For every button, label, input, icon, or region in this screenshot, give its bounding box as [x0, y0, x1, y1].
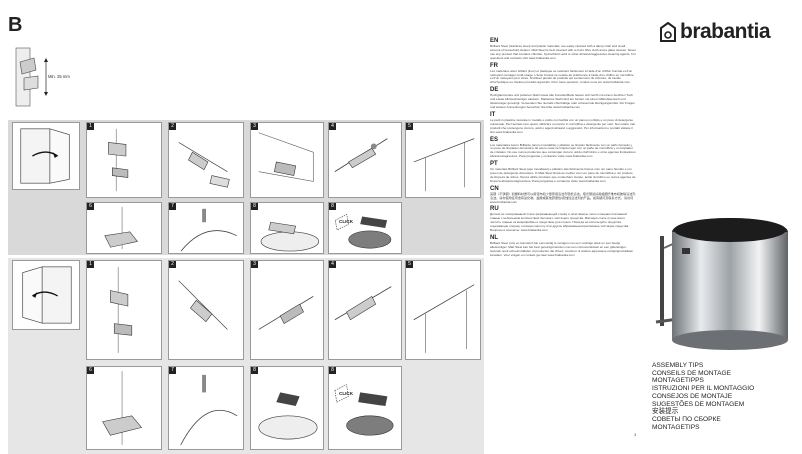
- step-panel-b5: 5: [405, 260, 481, 360]
- assembly-title: MONTAGETIPS: [652, 423, 700, 431]
- step-number: 3: [251, 123, 258, 130]
- step-drawing: [180, 208, 237, 252]
- cleaning-text: Brilliant Steel (stainless steel) and pl…: [490, 44, 637, 60]
- step-drawing: [334, 384, 394, 436]
- cabinet-door-opening-drawing: [22, 266, 72, 324]
- step-panel-a1: 1: [86, 122, 162, 198]
- step-drawing: [260, 221, 320, 252]
- cleaning-text: Hochglanzendes und poliertes Stahl sowie…: [490, 93, 635, 109]
- brand-logo: brabantia: [660, 20, 771, 44]
- language-code: CN: [490, 185, 499, 192]
- language-code: FR: [490, 62, 498, 69]
- step-number: 8: [251, 203, 258, 210]
- assembly-title: CONSEILS DE MONTAGE: [652, 369, 732, 377]
- step-panel-a9: 8 CLICK: [328, 202, 402, 254]
- assembly-title: 安装提示: [652, 408, 679, 416]
- section-letter: B: [8, 14, 23, 36]
- step-number: 1: [87, 261, 94, 268]
- language-code: RU: [490, 206, 499, 213]
- step-drawing: [413, 284, 475, 353]
- step-drawing: [110, 267, 133, 353]
- assembly-title: SUGESTÕES DE MONTAGEM: [652, 400, 745, 408]
- assembly-title: ISTRUZIONI PER IL MONTAGGIO: [652, 385, 755, 393]
- step-number: 7: [169, 203, 176, 210]
- language-code: PT: [490, 161, 498, 168]
- step-number: 1: [87, 123, 94, 130]
- step-number: 7: [169, 367, 176, 374]
- product-image: [646, 196, 796, 356]
- cleaning-text: Детали из полированной стали (нержавеюще…: [490, 212, 630, 233]
- assembly-title: CONSEJOS DE MONTAJE: [652, 392, 733, 400]
- step-drawing: [334, 138, 388, 173]
- step-drawing: [102, 371, 143, 445]
- assembly-title: СОВЕТЫ ПО СБОРКЕ: [652, 415, 721, 423]
- step-drawing: [413, 138, 475, 192]
- step-number: 5: [406, 261, 413, 268]
- step-number: 2: [169, 123, 176, 130]
- step-number: 8: [329, 367, 336, 374]
- cleaning-text: Los materiales Acero Brillante (acero in…: [490, 142, 636, 159]
- cabinet-intro-a: [12, 122, 80, 190]
- step-panel-a8: 8: [250, 202, 324, 254]
- page-number: 3: [634, 432, 637, 437]
- step-panel-a7: 7: [168, 202, 244, 254]
- step-panel-a6: 6: [86, 202, 162, 254]
- logo-text: brabantia: [680, 20, 771, 43]
- step-panel-a5: 5: [405, 122, 481, 198]
- dimension-label: Min. 25 mm: [48, 74, 70, 79]
- click-label: CLICK: [339, 391, 354, 396]
- cleaning-text: Les matériaux acier brillant (inox) et p…: [490, 68, 634, 85]
- assembly-title: ASSEMBLY TIPS: [652, 362, 704, 369]
- cleaning-text: Os materiais Brilliant Steel (aço inoxid…: [490, 167, 636, 183]
- cleaning-text: 亮钢（不锈钢）和塑料材质可以用湿布和少量家用清洁剂轻松清洁。哑光钢最好用超细纤维…: [490, 191, 636, 204]
- step-number: 8: [329, 203, 336, 210]
- cleaning-text: Le parti in plastica, lavorate in metall…: [490, 117, 635, 134]
- cabinet-door-opening-drawing: [20, 128, 70, 184]
- cleaning-text: Brilliant Steel (rvs) en kunststof zijn …: [490, 241, 634, 257]
- step-drawing: [258, 392, 318, 440]
- step-number: 5: [406, 123, 413, 130]
- step-drawing: [104, 206, 138, 250]
- assembly-title: MONTAGETIPPS: [652, 377, 704, 385]
- click-label: CLICK: [339, 219, 354, 224]
- language-code: NL: [490, 235, 498, 241]
- step-panel-b8: 8: [250, 366, 324, 450]
- step-panel-a4: 4: [328, 122, 402, 198]
- built-in-bin-drawing: [655, 218, 788, 350]
- step-number: 4: [329, 123, 336, 130]
- step-drawing: [258, 132, 314, 182]
- language-code: ES: [490, 136, 499, 143]
- step-drawing: [334, 214, 392, 249]
- hinge-clearance-diagram: Min. 25 mm: [10, 42, 70, 112]
- step-drawing: [180, 374, 238, 446]
- language-code: IT: [490, 111, 496, 118]
- step-number: 6: [87, 203, 94, 210]
- step-drawing: [178, 142, 230, 188]
- step-panel-b7: 7: [168, 366, 244, 450]
- step-number: 2: [169, 261, 176, 268]
- hinge-drawing: [15, 47, 48, 107]
- language-code: DE: [490, 87, 499, 94]
- language-code: EN: [490, 38, 499, 44]
- step-panel-b9: 8 CLICK: [328, 366, 402, 450]
- step-drawing: [108, 128, 129, 192]
- step-drawing: [178, 280, 228, 330]
- step-number: 3: [251, 261, 258, 268]
- step-panel-b2: 2: [168, 260, 244, 360]
- cabinet-intro-b: [12, 260, 80, 330]
- step-panel-b4: 4: [328, 260, 402, 360]
- step-panel-b3: 3: [250, 260, 324, 360]
- step-drawing: [334, 286, 392, 321]
- step-number: 4: [329, 261, 336, 268]
- step-panel-b6: 6: [86, 366, 162, 450]
- step-number: 6: [87, 367, 94, 374]
- step-panel-a2: 2: [168, 122, 244, 198]
- step-panel-b1: 1: [86, 260, 162, 360]
- step-drawing: [258, 296, 314, 330]
- step-panel-a3: 3: [250, 122, 324, 198]
- brabantia-logo-icon: [660, 22, 676, 42]
- step-number: 8: [251, 367, 258, 374]
